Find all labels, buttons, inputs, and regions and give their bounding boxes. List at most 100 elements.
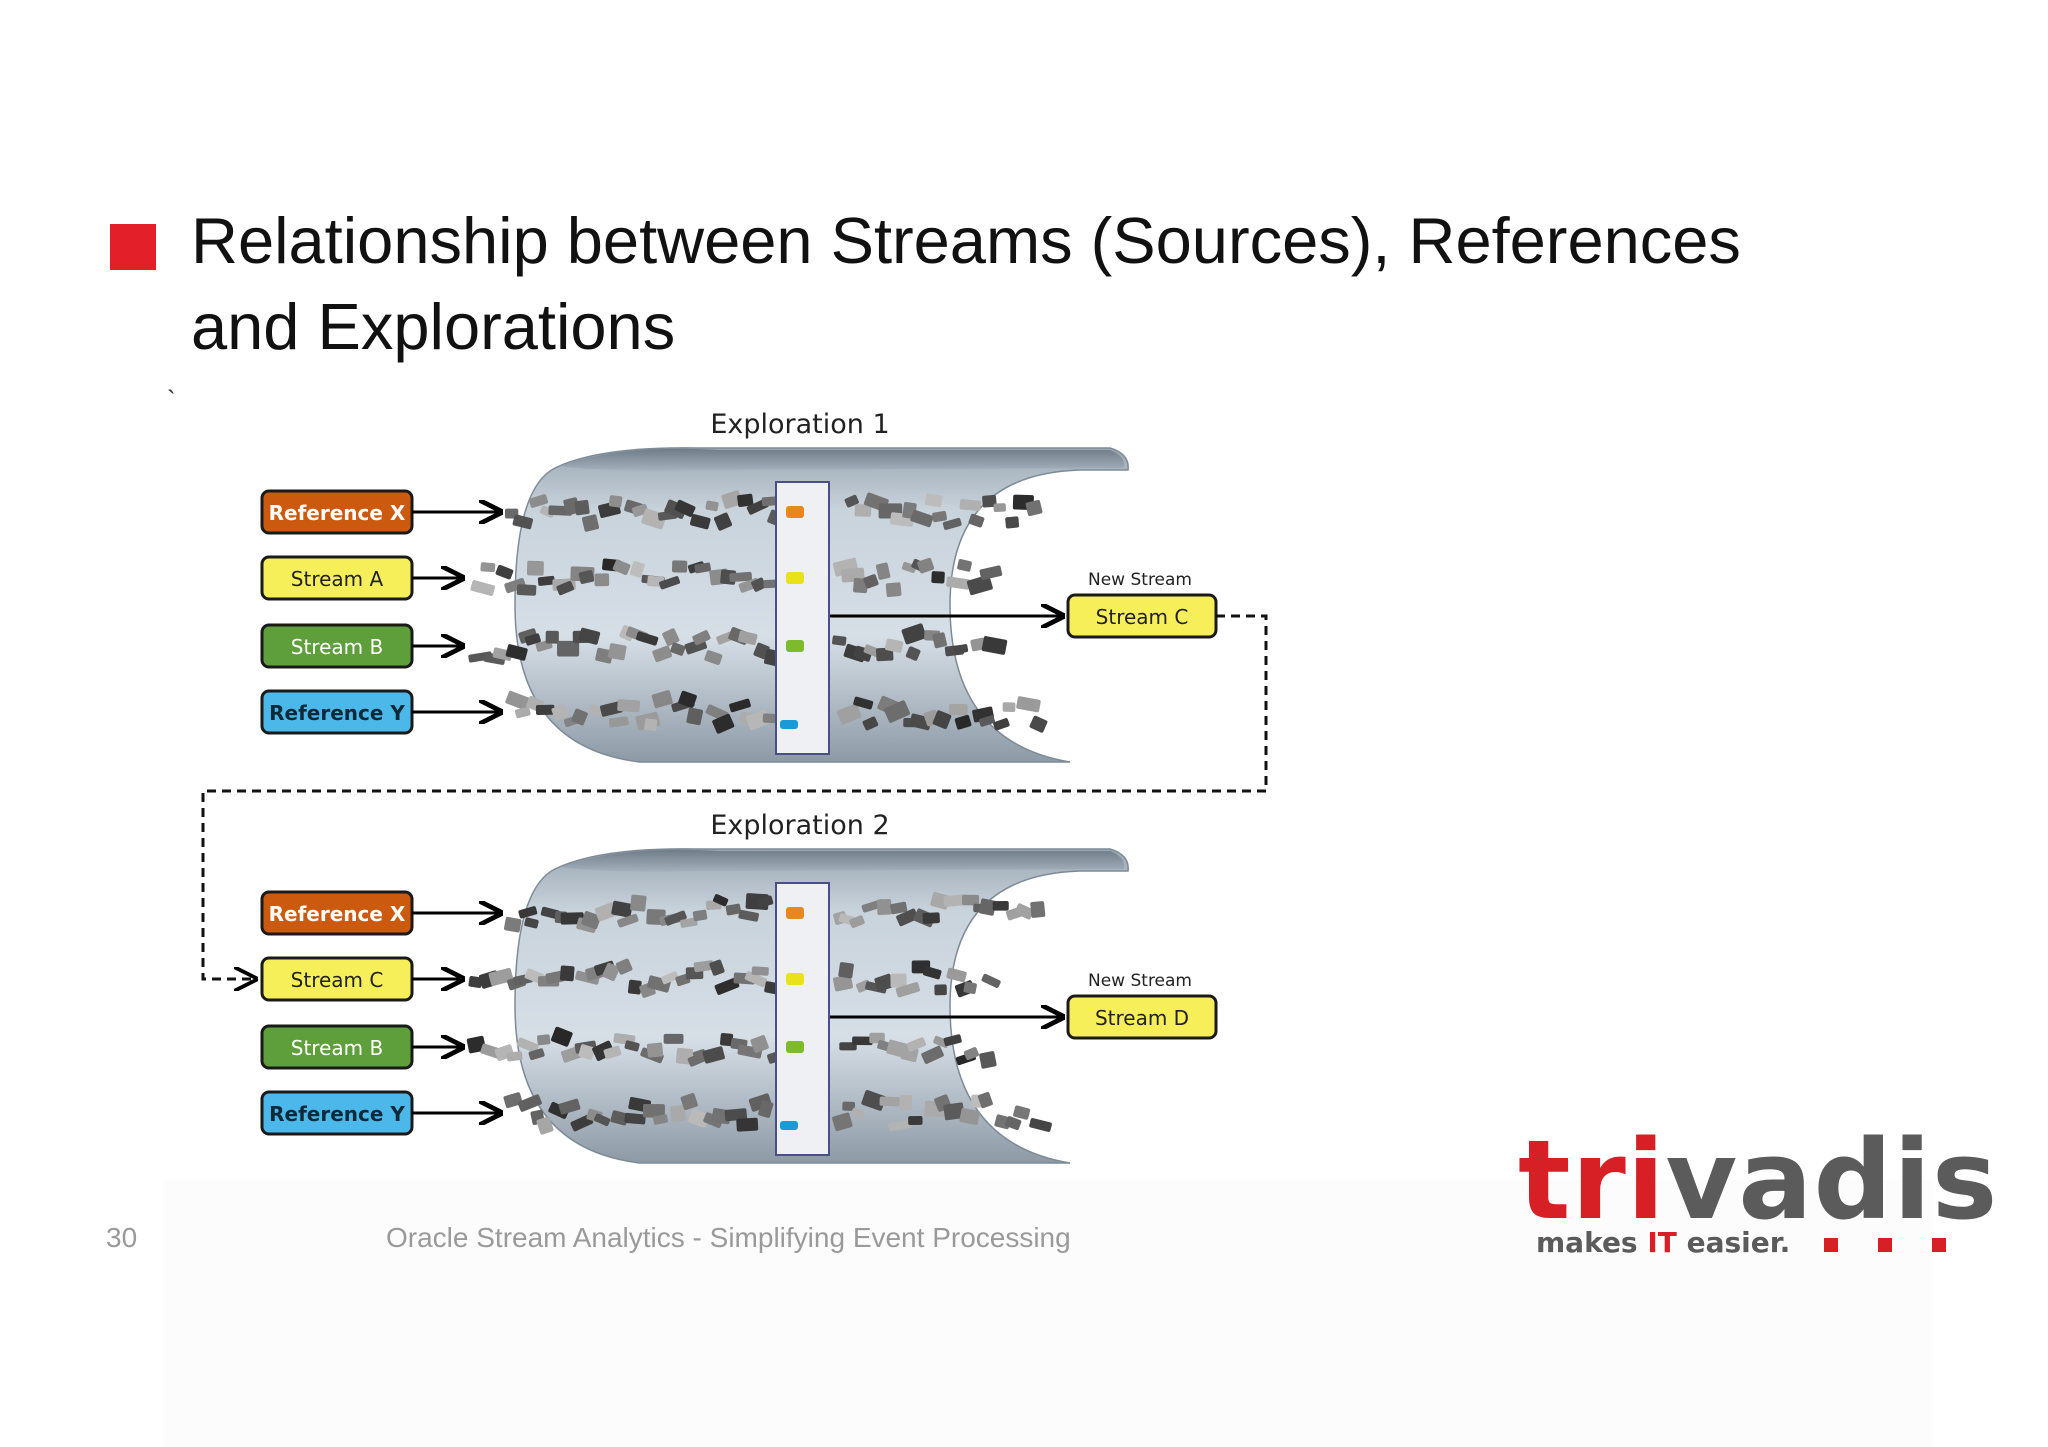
data-pebble xyxy=(842,1101,856,1111)
data-pebble xyxy=(713,894,729,907)
data-pebble xyxy=(1030,901,1046,918)
data-pebble xyxy=(917,557,935,574)
data-pebble xyxy=(1025,499,1043,517)
data-pebble xyxy=(470,580,495,596)
data-pebble xyxy=(518,906,538,919)
data-pebble xyxy=(981,973,1001,988)
data-pebble xyxy=(736,1117,759,1132)
data-pebble xyxy=(737,630,758,646)
output-caption: New Stream xyxy=(1088,570,1192,590)
data-pebble xyxy=(690,514,711,530)
data-pebble xyxy=(646,1042,664,1058)
event-token xyxy=(786,1041,804,1053)
event-token xyxy=(786,640,804,652)
data-pebble xyxy=(526,560,544,576)
data-pebble xyxy=(664,910,687,926)
input-label: Stream B xyxy=(291,1036,383,1060)
data-pebble xyxy=(574,499,590,516)
data-pebble xyxy=(957,559,972,572)
data-pebble xyxy=(528,494,549,508)
data-pebble xyxy=(578,570,595,584)
data-pebble xyxy=(751,966,769,976)
output-caption: New Stream xyxy=(1088,971,1192,991)
data-pebble xyxy=(515,706,531,719)
data-pebble xyxy=(627,979,642,995)
data-pebble xyxy=(506,1051,523,1062)
data-pebble xyxy=(674,499,696,517)
data-pebble xyxy=(551,1026,573,1047)
data-pebble xyxy=(884,638,904,653)
data-pebble xyxy=(908,1116,923,1125)
data-pebble xyxy=(578,1044,595,1060)
data-pebble xyxy=(624,1112,646,1125)
data-pebble xyxy=(750,1035,769,1053)
logo-dot xyxy=(1932,1238,1946,1252)
data-pebble xyxy=(671,560,688,573)
data-pebble xyxy=(512,514,533,530)
data-pebble xyxy=(895,982,921,998)
data-pebble xyxy=(899,1095,913,1111)
data-pebble xyxy=(652,645,673,663)
data-pebble xyxy=(875,562,891,580)
data-pebble xyxy=(505,644,528,661)
data-pebble xyxy=(528,1048,545,1061)
data-pebble xyxy=(922,912,940,924)
data-pebble xyxy=(761,496,779,507)
data-pebble xyxy=(659,576,681,590)
event-token xyxy=(786,973,804,985)
data-pebble xyxy=(931,571,945,584)
data-pebble xyxy=(610,1110,629,1126)
data-pebble xyxy=(959,1108,980,1125)
data-pebble xyxy=(692,630,711,646)
data-pebble xyxy=(608,643,627,661)
data-pebble xyxy=(713,512,733,531)
data-pebble xyxy=(885,582,902,598)
data-pebble xyxy=(977,1091,993,1109)
data-pebble xyxy=(757,895,774,908)
data-pebble xyxy=(545,970,565,985)
data-pebble xyxy=(693,960,714,973)
data-pebble xyxy=(557,640,580,657)
data-pebble xyxy=(594,902,618,922)
data-pebble xyxy=(1029,1118,1052,1132)
data-pebble xyxy=(611,900,633,918)
data-pebble xyxy=(630,894,647,912)
slide-title: Relationship between Streams (Sources), … xyxy=(191,198,1911,370)
data-pebble xyxy=(503,1092,523,1109)
output-label: Stream C xyxy=(1096,605,1189,629)
input-label: Stream C xyxy=(291,968,384,992)
data-pebble xyxy=(524,633,541,646)
logo-dots xyxy=(1820,1238,1950,1254)
data-pebble xyxy=(670,642,686,656)
data-pebble xyxy=(466,1035,486,1054)
data-pebble xyxy=(1013,1105,1031,1120)
data-pebble xyxy=(978,898,997,916)
data-pebble xyxy=(876,899,892,915)
data-pebble xyxy=(923,966,942,980)
data-pebble xyxy=(953,644,969,655)
data-pebble xyxy=(934,984,947,996)
data-pebble xyxy=(629,561,645,578)
data-pebble xyxy=(536,1116,554,1135)
data-pebble xyxy=(724,1108,748,1122)
data-pebble xyxy=(524,917,539,929)
data-pebble xyxy=(942,517,962,530)
data-pebble xyxy=(642,1103,665,1118)
data-pebble xyxy=(861,1090,886,1111)
data-pebble xyxy=(949,704,968,715)
data-pebble xyxy=(603,1045,622,1060)
data-pebble xyxy=(1005,1116,1022,1131)
data-pebble xyxy=(978,715,996,727)
logo-tagline-red: IT xyxy=(1647,1226,1677,1259)
processing-window xyxy=(775,882,830,1156)
data-pebble xyxy=(943,1102,965,1121)
data-pebble xyxy=(921,1045,944,1064)
data-pebble xyxy=(896,908,919,927)
data-pebble xyxy=(932,710,952,729)
data-pebble xyxy=(663,1033,684,1044)
data-pebble xyxy=(906,1037,926,1052)
data-pebble xyxy=(963,981,977,994)
data-pebble xyxy=(751,577,767,592)
data-pebble xyxy=(661,971,679,985)
data-pebble xyxy=(559,965,575,982)
